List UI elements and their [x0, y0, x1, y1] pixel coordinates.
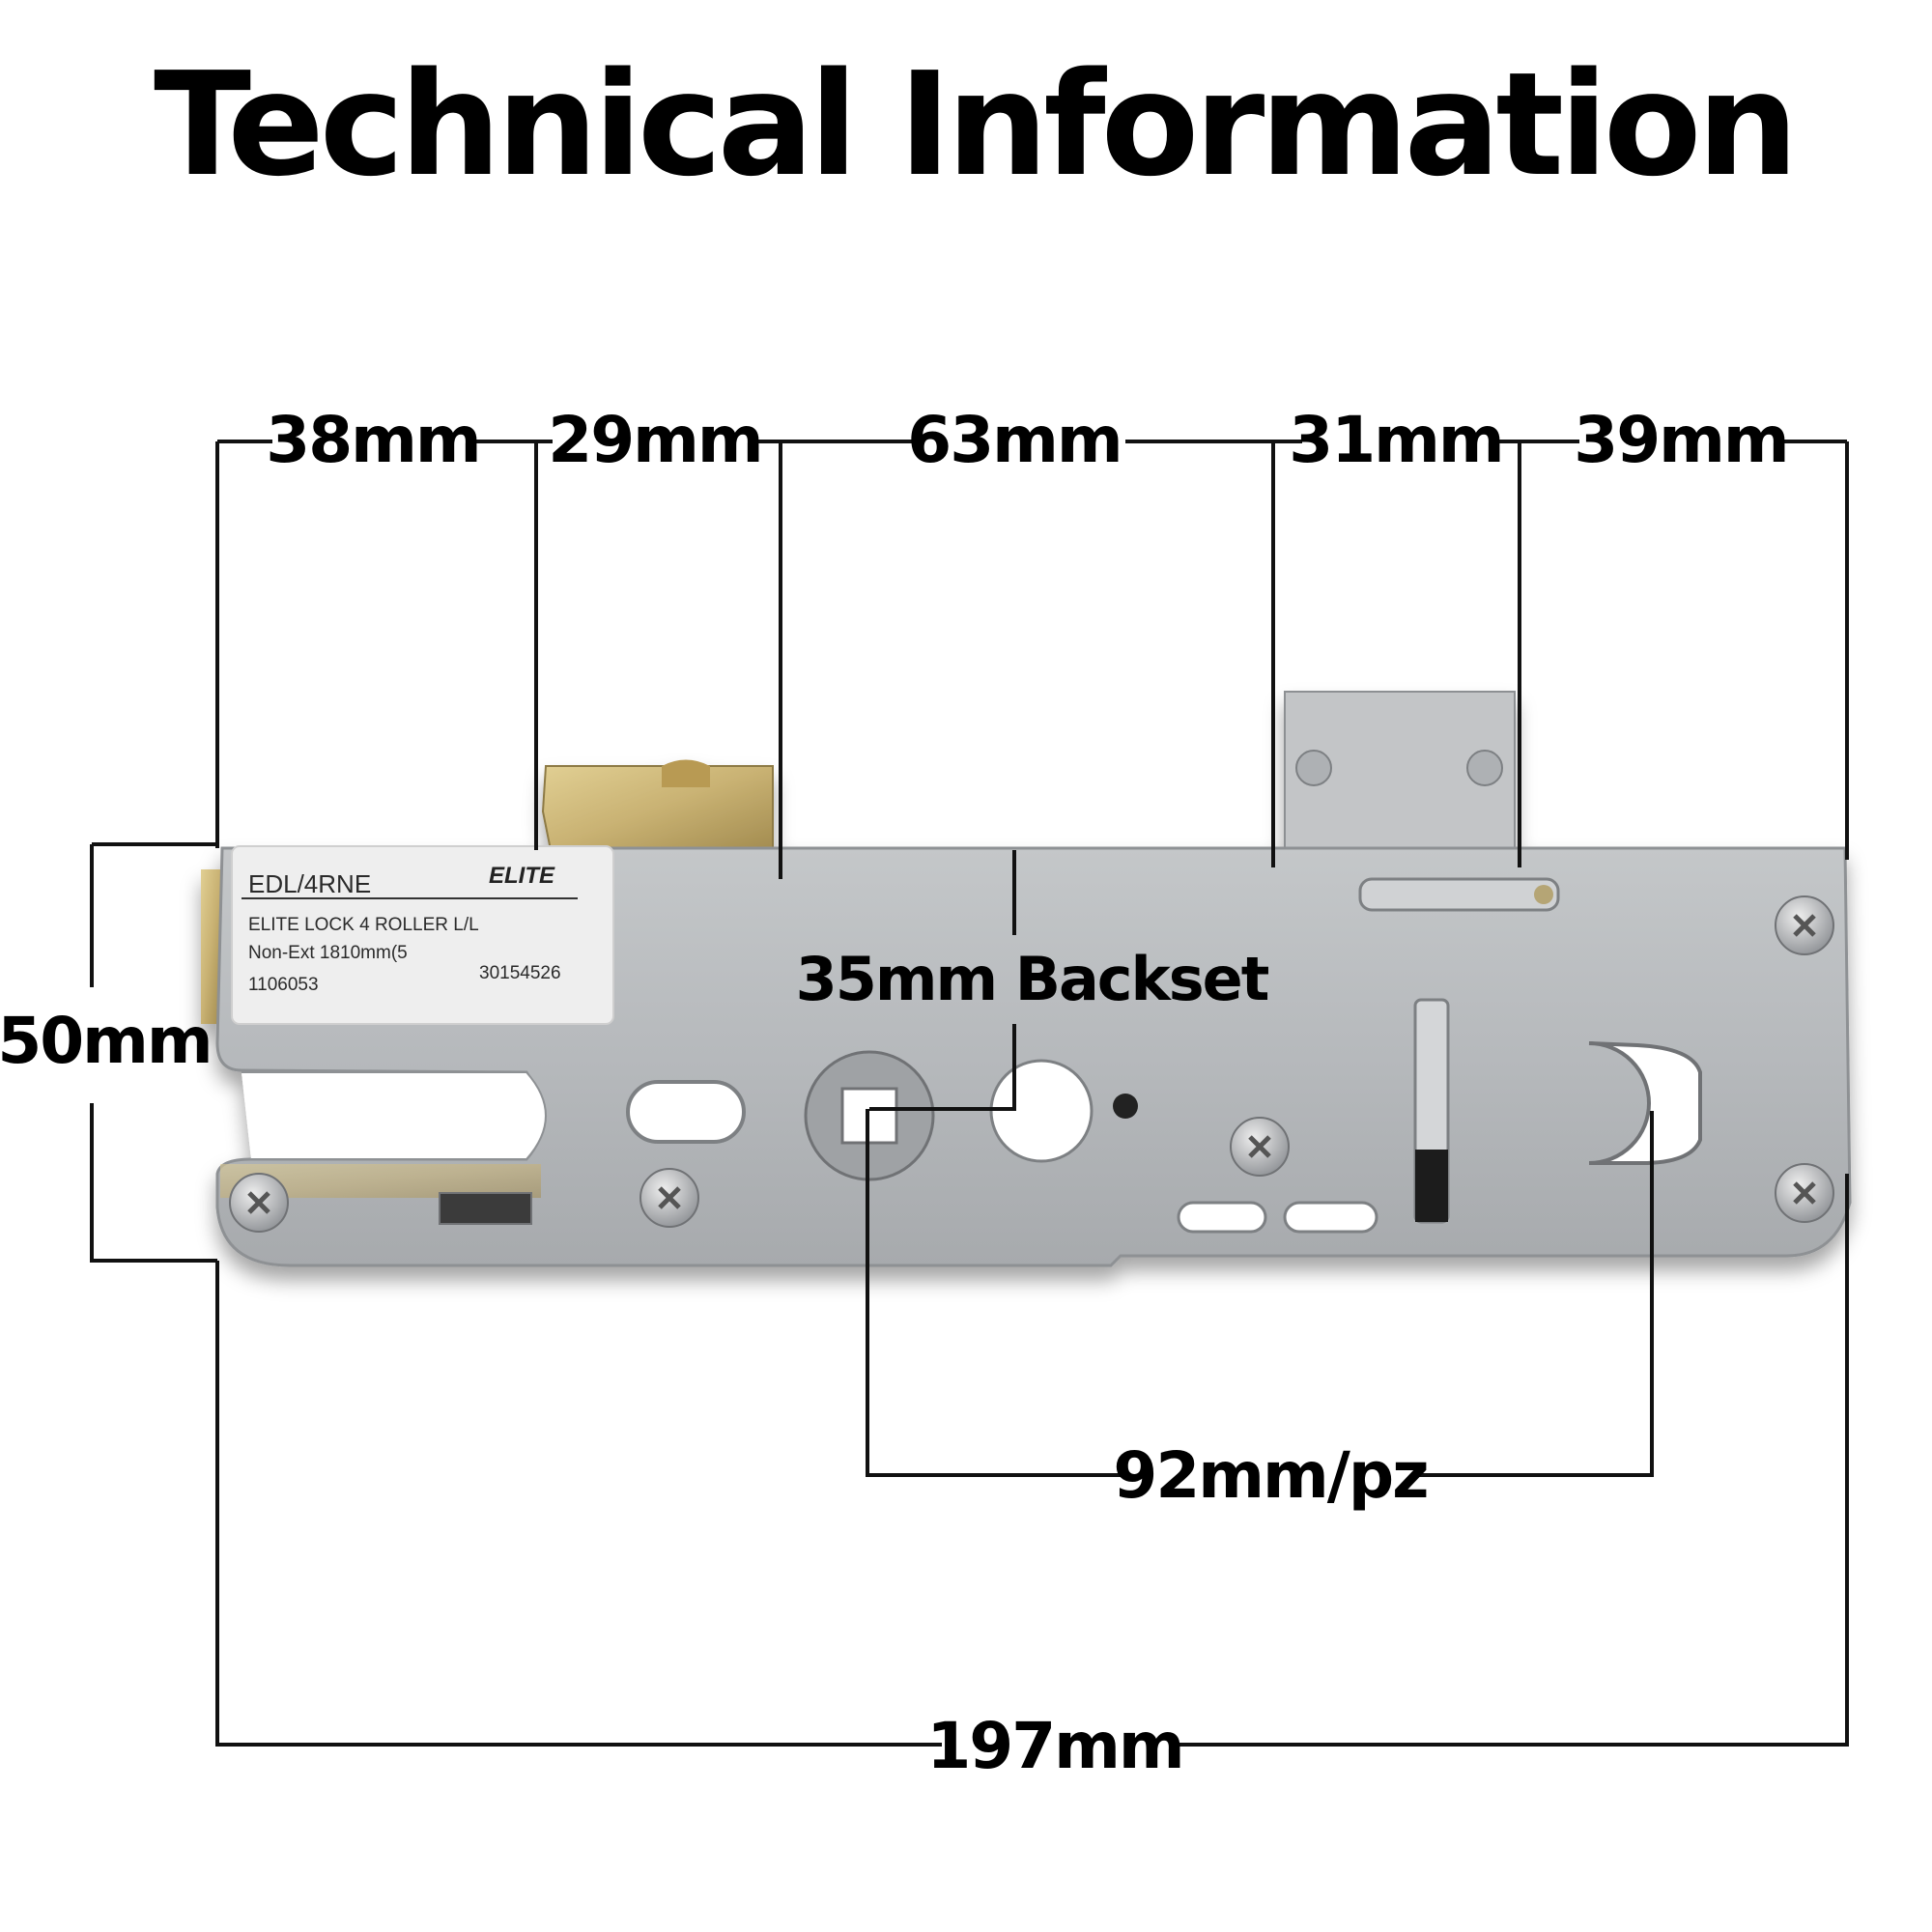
screw-icon [1775, 1163, 1834, 1223]
dim-29: 29mm [548, 403, 761, 477]
dim-centres: 92mm/pz [1113, 1438, 1427, 1513]
dim-overall: 197mm [926, 1709, 1182, 1783]
top-slot [1358, 877, 1560, 912]
label-code: EDL/4RNE [248, 869, 371, 898]
product-label: EDL/4RNE ELITE ELITE LOCK 4 ROLLER L/L N… [231, 845, 614, 1025]
label-brand: ELITE [489, 863, 555, 889]
dim-63: 63mm [907, 403, 1121, 477]
screw-icon [229, 1173, 289, 1233]
label-line1: ELITE LOCK 4 ROLLER L/L [248, 915, 479, 935]
latch-bolt [541, 765, 774, 851]
lock-case [201, 691, 1852, 1267]
roller-window [439, 1192, 532, 1225]
dim-39: 39mm [1574, 403, 1787, 477]
page-title: Technical Information [154, 42, 1794, 208]
fixing-slot [626, 1080, 746, 1144]
forend-slot [242, 1071, 547, 1160]
euro-cylinder-hole [1588, 1041, 1702, 1166]
screw-icon [639, 1168, 699, 1228]
screw-icon [1775, 895, 1834, 955]
dim-height: 50mm [0, 1004, 212, 1078]
label-ref-left: 1106053 [248, 975, 319, 995]
label-ref-right: 30154526 [479, 963, 561, 983]
screw-icon [1230, 1117, 1290, 1177]
dim-31: 31mm [1289, 403, 1502, 477]
dimension-lines [90, 440, 1849, 1747]
dim-backset: 35mm Backset [796, 944, 1269, 1014]
label-line2: Non-Ext 1810mm(5 [248, 943, 408, 963]
dim-38: 38mm [266, 403, 479, 477]
